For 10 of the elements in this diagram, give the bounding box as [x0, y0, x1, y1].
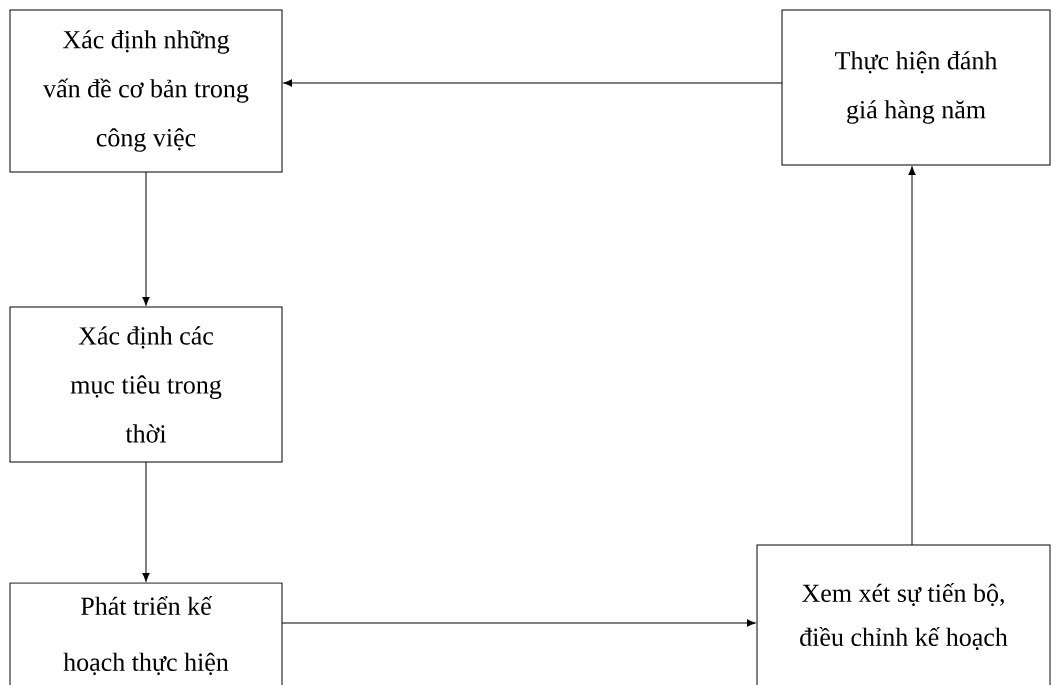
- process-box: Phát triển kế hoạch thực hiện: [9, 582, 283, 685]
- arrow: [908, 166, 916, 546]
- process-box: Xác định các mục tiêu trong thời: [9, 306, 283, 463]
- arrow: [283, 79, 783, 87]
- process-box: Xác định những vấn đề cơ bản trong công việc: [9, 9, 283, 173]
- arrow: [281, 619, 756, 627]
- arrow: [142, 461, 150, 582]
- process-box: Thực hiện đánh giá hàng năm: [781, 9, 1051, 166]
- arrow: [142, 171, 150, 306]
- process-box: Xem xét sự tiến bộ, điều chỉnh kế hoạch: [756, 544, 1051, 685]
